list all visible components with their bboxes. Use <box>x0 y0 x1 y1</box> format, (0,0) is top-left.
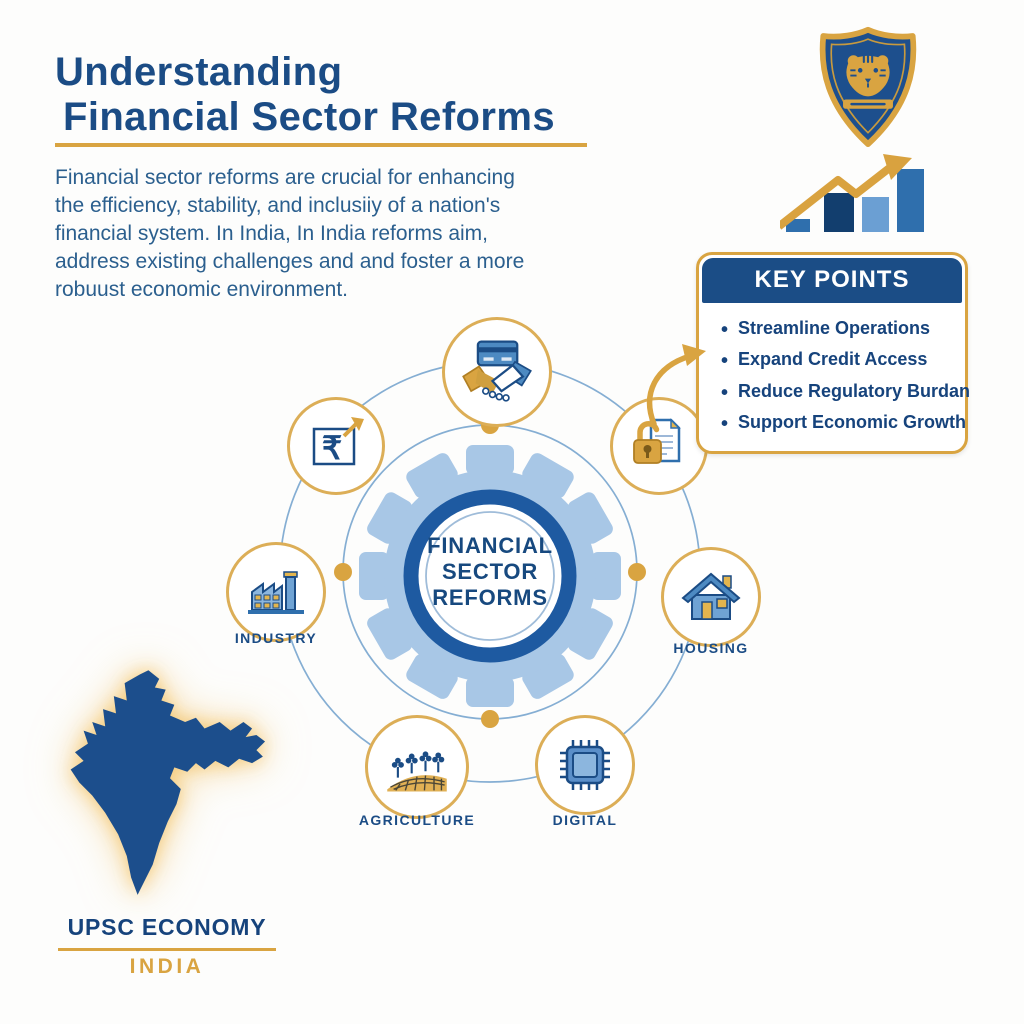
keypoints-pointer-arrow-icon <box>647 344 706 427</box>
label-agriculture: AGRICULTURE <box>358 812 476 828</box>
factory-icon <box>248 571 304 614</box>
growth-bar-chart-icon <box>780 154 924 232</box>
shield-tiger-icon <box>819 26 917 148</box>
brand-country: INDIA <box>129 955 205 978</box>
rupee-growth-icon: ₹ <box>312 417 364 466</box>
label-housing: HOUSING <box>673 640 749 656</box>
house-icon <box>681 572 741 620</box>
key-point-item: Streamline Operations <box>721 313 957 348</box>
gear-icon <box>359 445 621 707</box>
shield-banner <box>843 99 893 109</box>
title-line-1: Understanding <box>55 50 343 94</box>
brand-underline <box>58 948 276 951</box>
title-underline <box>55 143 587 147</box>
key-point-item: Support Economic Growth <box>721 407 966 442</box>
node-industry <box>226 542 326 642</box>
brand-name: UPSC ECONOMY <box>67 914 267 940</box>
tiger-face-icon <box>846 52 890 97</box>
key-points-card: KEY POINTS Streamline Operations Expand … <box>696 252 970 455</box>
title-line-2: Financial Sector Reforms <box>63 94 555 139</box>
hub-line-3: REFORMS <box>432 584 548 610</box>
label-industry: INDUSTRY <box>234 630 318 646</box>
node-housing <box>661 547 761 647</box>
key-point-item: Reduce Regulatory Burdan <box>721 376 970 411</box>
trend-arrow-line <box>780 160 898 230</box>
node-trade-handshake <box>442 317 552 427</box>
hub-orbit-diagram <box>279 361 701 783</box>
rupee-glyph: ₹ <box>322 430 342 466</box>
india-map-icon <box>70 670 266 895</box>
hub-line-2: SECTOR <box>441 558 539 584</box>
intro-paragraph: Financial sector reforms are crucial for… <box>55 166 525 301</box>
microchip-icon <box>560 740 610 790</box>
crop-plants <box>391 751 445 778</box>
label-digital: DIGITAL <box>552 812 618 828</box>
handshake-card-icon <box>462 340 532 402</box>
node-digital <box>535 715 635 815</box>
key-points-list: Streamline Operations Expand Credit Acce… <box>699 313 970 442</box>
key-points-title: KEY POINTS <box>702 258 962 303</box>
hub-line-1: FINANCIAL <box>427 533 553 558</box>
trend-arrow-head <box>883 154 912 180</box>
hub-title: FINANCIAL SECTOR REFORMS <box>420 533 560 611</box>
farm-field-icon <box>387 751 447 792</box>
node-rupee-growth: ₹ <box>287 397 385 495</box>
page-title: Understanding Financial Sector Reforms <box>55 50 555 140</box>
key-point-item: Expand Credit Access <box>721 344 957 379</box>
lock-document-icon <box>633 418 681 464</box>
node-agriculture <box>365 715 469 819</box>
